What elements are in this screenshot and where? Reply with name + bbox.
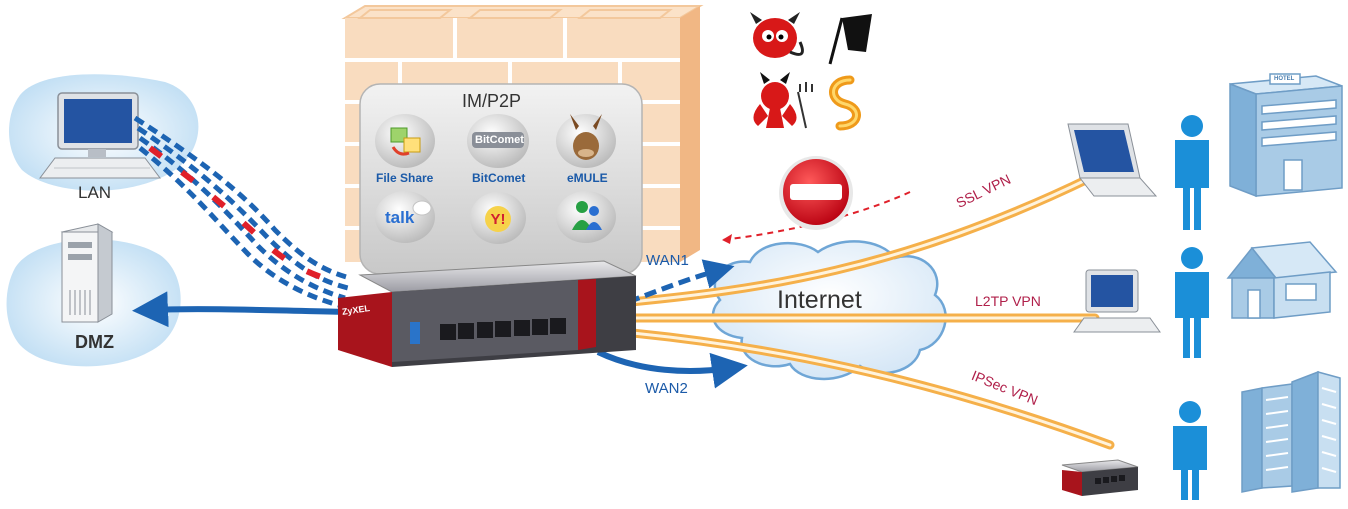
remote-firewall-device-icon — [1061, 459, 1139, 496]
msn-messenger-icon — [556, 191, 616, 243]
file-share-label: File Share — [376, 171, 434, 185]
dmz-label: DMZ — [75, 332, 114, 352]
file-share-icon — [375, 114, 435, 168]
yahoo-messenger-icon: Y! — [470, 192, 526, 244]
bitcomet-label: BitComet — [472, 171, 526, 185]
wan2-label: WAN2 — [645, 380, 688, 397]
devil-icon — [750, 12, 804, 58]
no-entry-icon — [779, 156, 853, 230]
server-icon — [60, 223, 114, 323]
hotel-icon — [1229, 73, 1343, 198]
person-icon — [1175, 247, 1209, 358]
wan1-link — [627, 259, 735, 305]
svg-text:Y!: Y! — [491, 211, 506, 228]
person-icon — [1175, 115, 1209, 230]
office-building-icon — [1241, 370, 1341, 493]
blocked-traffic — [148, 145, 331, 283]
hotel-sign: HOTEL — [1274, 76, 1295, 82]
wan2-link — [596, 349, 748, 389]
wan1-label: WAN1 — [646, 252, 689, 269]
spyware-flag-icon — [828, 14, 872, 65]
laptop-icon — [1067, 123, 1158, 197]
im-p2p-title: IM/P2P — [462, 91, 522, 111]
bitcomet-icon — [467, 114, 529, 168]
lan-label: LAN — [78, 183, 112, 202]
firewall-device-icon — [338, 260, 637, 367]
worm-icon — [829, 75, 861, 131]
demon-icon — [753, 72, 813, 129]
internet-cloud — [711, 240, 947, 381]
computer-icon — [39, 92, 161, 179]
dmz-arrow — [132, 291, 351, 328]
l2tp-vpn-label: L2TP VPN — [975, 293, 1041, 309]
emule-icon — [556, 114, 616, 168]
emule-label: eMULE — [567, 171, 608, 185]
house-icon — [1226, 241, 1338, 319]
person-icon — [1173, 401, 1207, 500]
bitcomet-logo-text: BitComet — [475, 134, 524, 146]
google-talk-icon — [375, 191, 435, 243]
internet-label: Internet — [777, 286, 862, 314]
vpn-tunnels — [615, 173, 1115, 450]
talk-logo-text: talk — [385, 208, 415, 227]
desktop-icon — [1073, 269, 1161, 333]
